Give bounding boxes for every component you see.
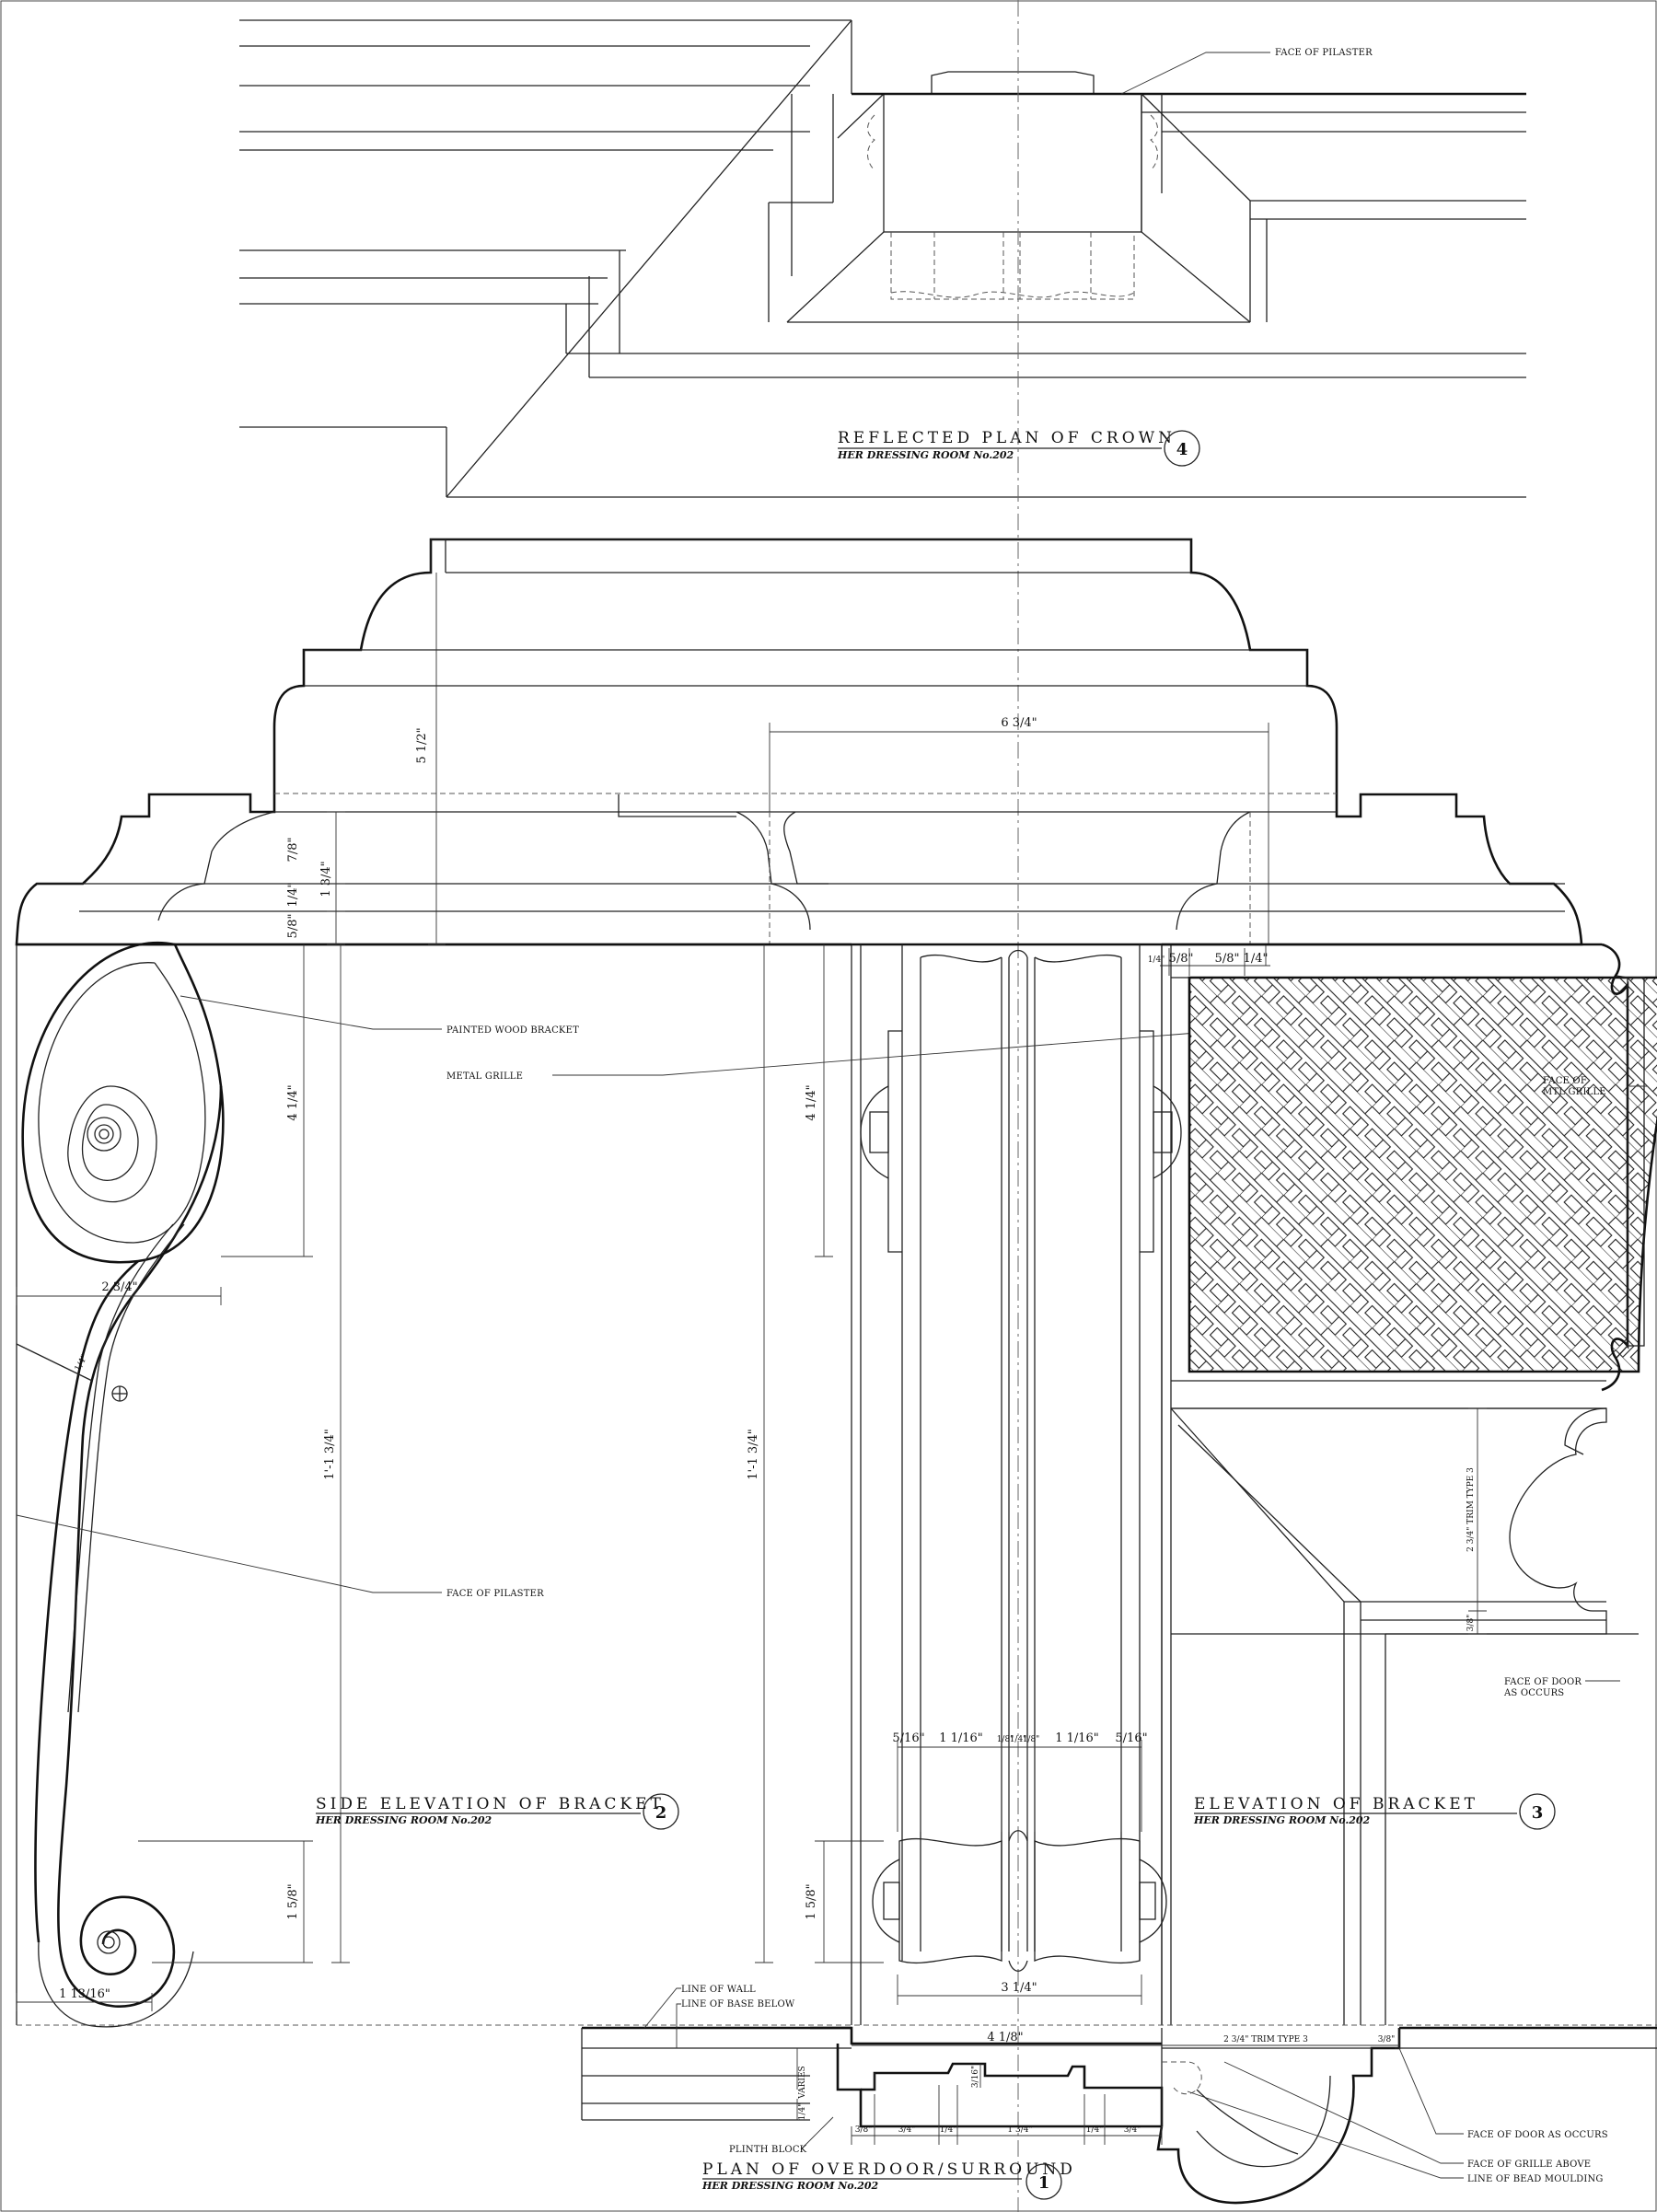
crown-view-number: 4 xyxy=(1176,440,1188,459)
face-of-door-note-2: AS OCCURS xyxy=(1503,1688,1564,1698)
face-of-door-as-occurs-note: FACE OF DOOR AS OCCURS xyxy=(1467,2130,1608,2140)
dim-top-1-4-b: 1/4" xyxy=(1244,952,1269,966)
dim-top-5-8-b: 5/8" xyxy=(1215,952,1240,966)
plan-dim-4-1-8: 4 1/8" xyxy=(987,2031,1023,2044)
plan-dim-trim: 2 3/4" TRIM TYPE 3 xyxy=(1223,2035,1308,2044)
dim-2-3-4: 2 3/4" xyxy=(101,1280,137,1294)
dim-5-8: 5/8" xyxy=(286,914,300,939)
dim-trim-vertical: 2 3/4" TRIM TYPE 3 xyxy=(1466,1467,1476,1552)
dim-1-13-16: 1 13/16" xyxy=(59,1987,110,2001)
dim-top-1-4-a: 1/4" xyxy=(1148,955,1165,965)
plan-dim-3-8-top: 3/8" xyxy=(1378,2035,1396,2044)
dim-col-5-16-b: 5/16" xyxy=(1115,1731,1147,1745)
overdoor-view-title: PLAN OF OVERDOOR/SURROUND xyxy=(702,2160,1076,2179)
dim-1-1-3-4-center: 1'-1 3/4" xyxy=(747,1429,760,1480)
face-of-grille-above-note: FACE OF GRILLE ABOVE xyxy=(1467,2160,1591,2170)
metal-grille-note: METAL GRILLE xyxy=(446,1071,523,1082)
painted-wood-bracket-note: PAINTED WOOD BRACKET xyxy=(446,1025,579,1036)
plan-dim-1-4-a: 1/4" xyxy=(940,2125,957,2135)
plan-varies: VARIES xyxy=(798,2066,807,2099)
dim-col-1-8-a: 1/8" xyxy=(997,1735,1014,1744)
face-of-pilaster-top-note: FACE OF PILASTER xyxy=(1275,48,1373,58)
plan-dim-1-4-b: 1/4" xyxy=(1086,2125,1104,2135)
side-bracket-subtitle: HER DRESSING ROOM No.202 xyxy=(315,1814,492,1826)
line-of-wall-note: LINE OF WALL xyxy=(681,1985,756,1995)
plan-dim-3-16: 3/16" xyxy=(971,2066,980,2088)
dim-7-8: 7/8" xyxy=(286,838,300,863)
line-of-bead-moulding-note: LINE OF BEAD MOULDING xyxy=(1467,2174,1604,2184)
dim-6-3-4: 6 3/4" xyxy=(1001,716,1037,730)
plinth-block-note: PLINTH BLOCK xyxy=(729,2145,807,2155)
side-bracket-view: 5 1/2" 7/8" 1/4" 5/8" 1 3/4" 4 1/4" 2 3/… xyxy=(16,573,852,2028)
dim-3-8-vertical: 3/8" xyxy=(1466,1615,1476,1632)
bracket-view-subtitle: HER DRESSING ROOM No.202 xyxy=(1193,1814,1371,1826)
crown-view-subtitle: HER DRESSING ROOM No.202 xyxy=(837,449,1014,461)
dim-1-5-8-center: 1 5/8" xyxy=(805,1883,818,1919)
overdoor-plan-view: 4 1/8" 2 3/4" TRIM TYPE 3 3/8" VARIES 1/… xyxy=(17,1985,1657,2205)
face-of-mtl-grille-note-1: FACE OF xyxy=(1543,1076,1587,1086)
bracket-grille-view: 2 3/4" TRIM TYPE 3 3/8" FACE OF MTL GRIL… xyxy=(1161,943,1657,2025)
dim-1-5-8-left: 1 5/8" xyxy=(286,1883,300,1919)
plan-dim-1-3-4: 1 3/4" xyxy=(1007,2125,1032,2135)
side-bracket-number: 2 xyxy=(655,1803,667,1823)
dim-col-1-1-16-a: 1 1/16" xyxy=(939,1731,983,1745)
dim-col-1-8-b: 1/8" xyxy=(1023,1735,1040,1744)
dim-4-1-4-center: 4 1/4" xyxy=(805,1084,818,1120)
dim-1-4-small: 1/4" xyxy=(74,1353,90,1372)
bracket-view-title: ELEVATION OF BRACKET xyxy=(1194,1795,1478,1813)
front-bracket-elevation: 4 1/4" 1'-1 3/4" 1 5/8" 5/16" 1 1/16" 1/… xyxy=(446,716,1270,2025)
dim-5-1-2: 5 1/2" xyxy=(415,727,429,763)
crown-profile-elevation xyxy=(15,538,1583,946)
dim-1-1-3-4-left: 1'-1 3/4" xyxy=(323,1429,337,1480)
side-bracket-title: SIDE ELEVATION OF BRACKET xyxy=(316,1795,665,1813)
plan-dim-1-4-left: 1/4" xyxy=(798,2103,807,2121)
plan-dim-3-4-b: 3/4" xyxy=(1124,2125,1141,2135)
dim-col-3-1-4: 3 1/4" xyxy=(1001,1981,1037,1995)
overdoor-view-number: 1 xyxy=(1038,2173,1050,2193)
metal-grille-lattice xyxy=(1189,978,1657,1372)
dim-top-5-8-a: 5/8" xyxy=(1169,952,1194,966)
dim-1-4: 1/4" xyxy=(286,883,300,908)
crown-view-title: REFLECTED PLAN OF CROWN xyxy=(838,429,1176,447)
dim-col-5-16-a: 5/16" xyxy=(892,1731,924,1745)
face-of-door-note-1: FACE OF DOOR xyxy=(1504,1677,1582,1687)
face-of-pilaster-note: FACE OF PILASTER xyxy=(446,1589,544,1599)
bracket-view-number: 3 xyxy=(1532,1803,1544,1823)
crown-plan-view: FACE OF PILASTER REFLECTED PLAN OF CROWN… xyxy=(239,19,1526,498)
dim-1-3-4: 1 3/4" xyxy=(319,861,333,897)
line-of-base-below-note: LINE OF BASE BELOW xyxy=(681,1999,795,2009)
plan-dim-3-8: 3/8" xyxy=(855,2125,873,2135)
dim-col-1-1-16-b: 1 1/16" xyxy=(1055,1731,1099,1745)
overdoor-view-subtitle: HER DRESSING ROOM No.202 xyxy=(701,2180,879,2192)
dim-col-1-4: 1/4" xyxy=(1010,1735,1027,1744)
face-of-mtl-grille-note-2: MTL GRILLE xyxy=(1543,1087,1606,1097)
dim-4-1-4-left: 4 1/4" xyxy=(286,1084,300,1120)
plan-dim-3-4-a: 3/4" xyxy=(898,2125,916,2135)
